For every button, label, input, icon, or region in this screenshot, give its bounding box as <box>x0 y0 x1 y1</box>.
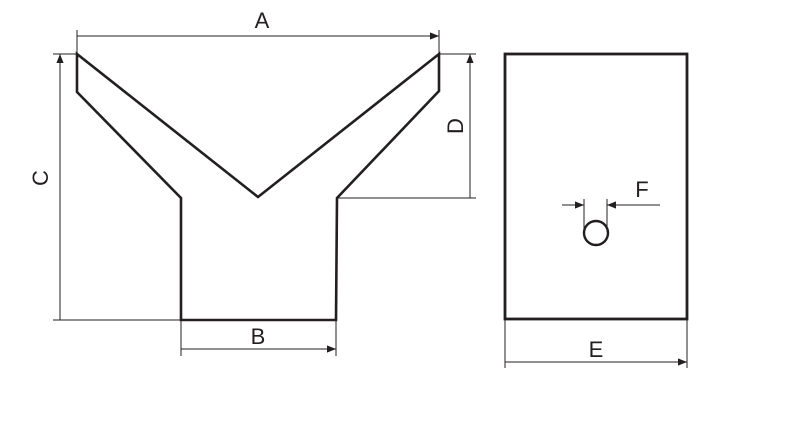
dimension-a: A <box>76 8 440 54</box>
label-f: F <box>635 177 648 202</box>
y-profile-outline <box>75 51 441 322</box>
label-a: A <box>255 8 270 33</box>
dimension-e: E <box>504 319 688 368</box>
label-e: E <box>589 337 604 362</box>
side-view: F E <box>503 52 689 368</box>
dimension-c: C <box>28 53 181 321</box>
label-d: D <box>443 118 468 134</box>
label-c: C <box>28 170 53 186</box>
label-b: B <box>251 324 266 349</box>
front-view: A C D B <box>28 8 476 356</box>
dimension-d: D <box>337 53 476 199</box>
dimension-b: B <box>180 320 337 356</box>
side-profile-rectangle <box>503 52 689 321</box>
dimension-f: F <box>562 177 660 232</box>
axle-hole <box>582 219 610 247</box>
